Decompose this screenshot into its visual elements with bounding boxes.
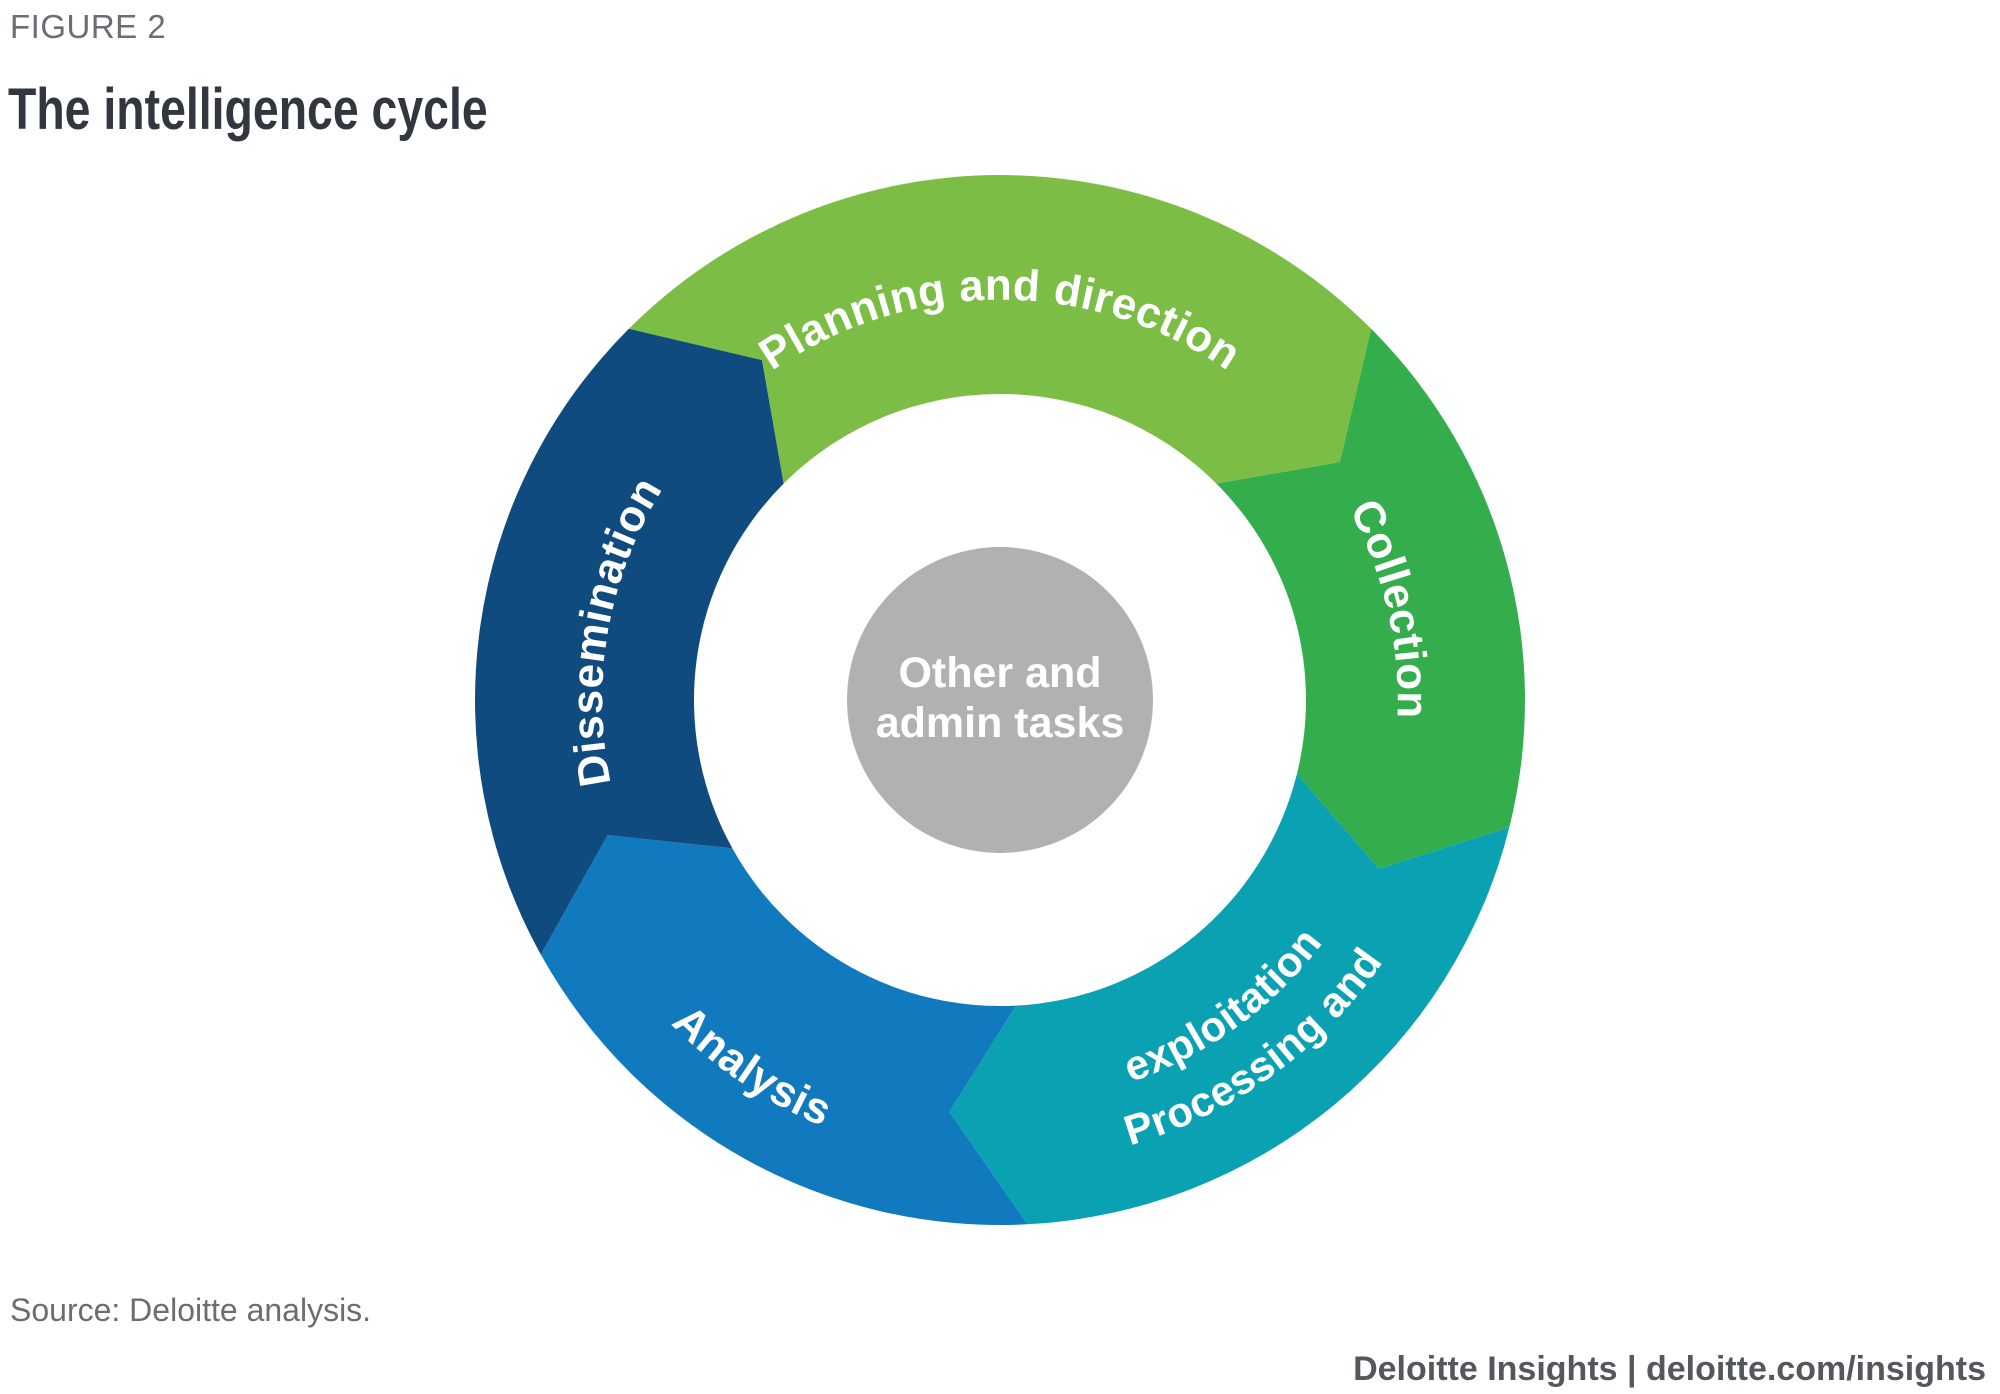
center-label-line2: admin tasks <box>876 699 1125 747</box>
segment-processing-and-exploitation <box>949 774 1510 1225</box>
footer-deloitte-insights: Deloitte Insights | deloitte.com/insight… <box>1353 1350 1986 1388</box>
figure-kicker: FIGURE 2 <box>10 8 167 45</box>
segment-dissemination <box>475 328 784 955</box>
source-note: Source: Deloitte analysis. <box>10 1292 372 1328</box>
segment-planning-and-direction <box>628 175 1372 484</box>
segment-collection <box>1216 328 1525 869</box>
center-label-line1: Other and <box>898 649 1101 697</box>
center-circle <box>847 547 1153 853</box>
footer-deloitte-insights-clipped: Deloitte Insights | deloitte.com/insight… <box>1409 1389 1986 1394</box>
cycle-segments <box>475 175 1525 1226</box>
figure-title: The intelligence cycle <box>8 77 488 142</box>
segment-analysis <box>540 835 1028 1226</box>
